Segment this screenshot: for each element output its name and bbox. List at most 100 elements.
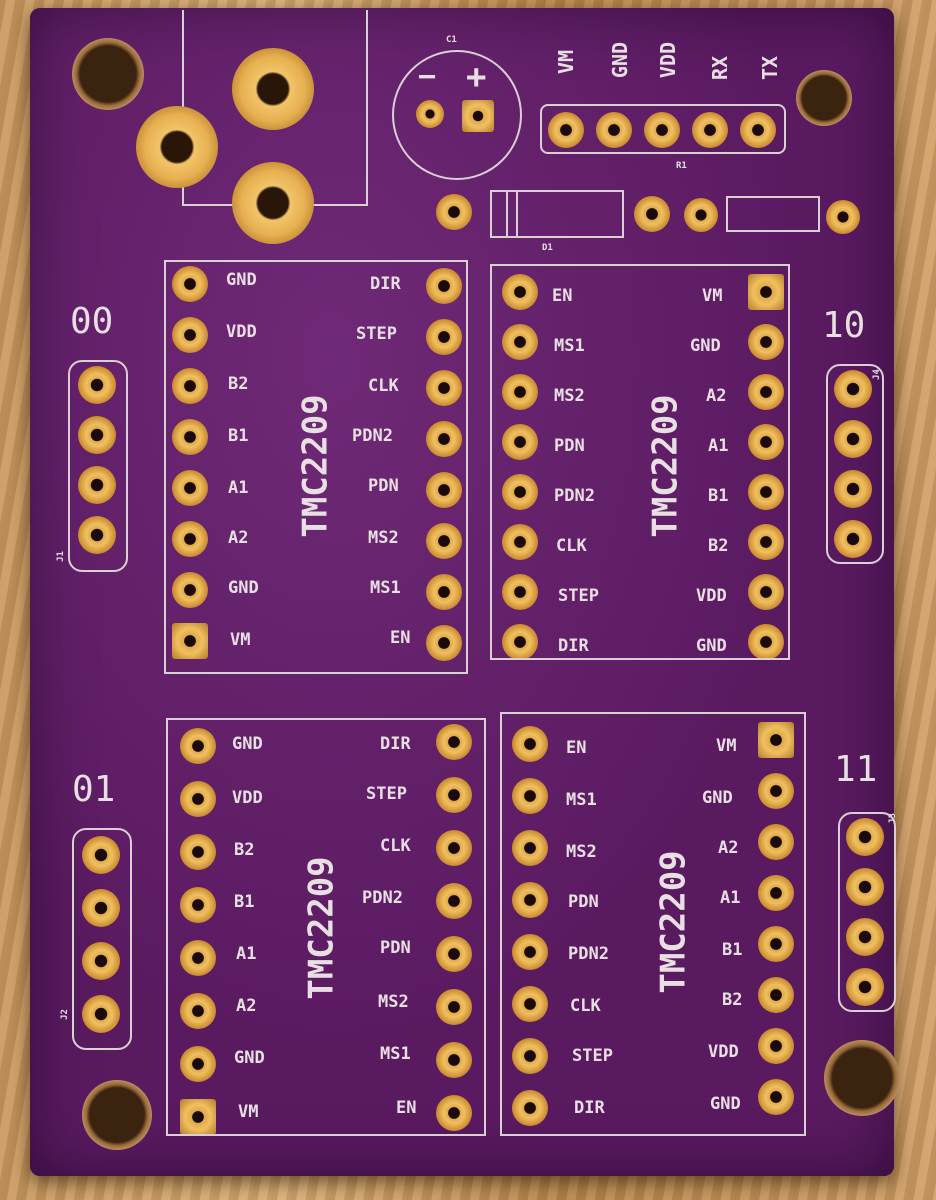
- tr-left-pin-label-4: PDN2: [554, 486, 595, 506]
- tr-right-pad-0: [748, 274, 784, 310]
- module-top-left-outline: [164, 260, 468, 674]
- diode-pad-2: [634, 196, 670, 232]
- tr-right-pad-2: [748, 374, 784, 410]
- tl-right-pin-label-4: PDN: [368, 476, 399, 496]
- connector-label-10: 10: [822, 305, 866, 346]
- bl-left-pin-label-5: A2: [236, 996, 257, 1016]
- br-left-pin-label-4: PDN2: [568, 944, 609, 964]
- connector-10-pad-3: [834, 520, 872, 558]
- header-label-rx: RX: [708, 55, 733, 81]
- tl-left-pin-label-2: B2: [228, 374, 249, 394]
- tr-right-pin-label-3: A1: [708, 436, 729, 456]
- tl-left-pad-0: [172, 266, 208, 302]
- br-left-pin-label-2: MS2: [566, 842, 597, 862]
- tr-right-pad-7: [748, 624, 784, 660]
- br-right-pin-label-1: GND: [702, 788, 733, 808]
- capacitor-ref: C1: [446, 35, 457, 45]
- tr-left-pin-label-1: MS1: [554, 336, 585, 356]
- tl-right-pad-1: [426, 319, 462, 355]
- diode-cathode-band: [506, 190, 518, 238]
- br-left-pad-0: [512, 726, 548, 762]
- chip-label-bottom-right: TMC2209: [653, 850, 694, 994]
- resistor-outline: [726, 196, 820, 232]
- connector-01-pad-1: [82, 889, 120, 927]
- resistor-pad-2: [826, 200, 860, 234]
- chip-label-top-right: TMC2209: [645, 394, 686, 538]
- bl-right-pad-4: [436, 936, 472, 972]
- bl-right-pad-6: [436, 1042, 472, 1078]
- bl-left-pad-4: [180, 940, 216, 976]
- tl-right-pin-label-7: EN: [390, 628, 411, 648]
- top-header-pad-4: [692, 112, 728, 148]
- br-right-pin-label-3: A1: [720, 888, 741, 908]
- header-label-tx: TX: [758, 55, 783, 81]
- bl-left-pad-6: [180, 1046, 216, 1082]
- tr-right-pin-label-0: VM: [702, 286, 723, 306]
- chip-label-top-left: TMC2209: [295, 394, 336, 538]
- br-right-pad-5: [758, 977, 794, 1013]
- connector-01-pad-3: [82, 995, 120, 1033]
- tl-left-pad-6: [172, 572, 208, 608]
- bl-right-pad-7: [436, 1095, 472, 1131]
- module-bottom-left-outline: [166, 718, 486, 1136]
- tl-right-pad-5: [426, 523, 462, 559]
- br-right-pad-6: [758, 1028, 794, 1064]
- bl-right-pin-label-1: STEP: [366, 784, 407, 804]
- tr-right-pad-3: [748, 424, 784, 460]
- bl-left-pin-label-1: VDD: [232, 788, 263, 808]
- tr-left-pin-label-0: EN: [552, 286, 573, 306]
- bl-left-pin-label-0: GND: [232, 734, 263, 754]
- bl-left-pin-label-6: GND: [234, 1048, 265, 1068]
- connector-10-outline: [826, 364, 884, 564]
- tr-left-pad-1: [502, 324, 538, 360]
- tl-right-pin-label-3: PDN2: [352, 426, 393, 446]
- connector-11-outline: [838, 812, 896, 1012]
- tr-right-pad-5: [748, 524, 784, 560]
- bl-right-pin-label-2: CLK: [380, 836, 411, 856]
- tl-right-pad-2: [426, 370, 462, 406]
- bl-right-pad-0: [436, 724, 472, 760]
- tr-right-pin-label-6: VDD: [696, 586, 727, 606]
- connector-11-pad-2: [846, 918, 884, 956]
- connector-10-pad-2: [834, 470, 872, 508]
- header-label-vm: VM: [554, 49, 579, 75]
- br-left-pad-5: [512, 986, 548, 1022]
- tr-right-pin-label-2: A2: [706, 386, 727, 406]
- bl-left-pin-label-4: A1: [236, 944, 257, 964]
- tl-right-pin-label-1: STEP: [356, 324, 397, 344]
- tl-right-pad-6: [426, 574, 462, 610]
- connector-00-pad-0: [78, 366, 116, 404]
- br-right-pad-2: [758, 824, 794, 860]
- tl-left-pad-4: [172, 470, 208, 506]
- connector-11-pad-1: [846, 868, 884, 906]
- capacitor-plus: +: [466, 57, 487, 97]
- bl-left-pin-label-3: B1: [234, 892, 255, 912]
- bl-left-pad-5: [180, 993, 216, 1029]
- top-header-pad-2: [596, 112, 632, 148]
- tr-left-pad-7: [502, 624, 538, 660]
- chip-label-bottom-left: TMC2209: [301, 856, 342, 1000]
- tr-left-pin-label-5: CLK: [556, 536, 587, 556]
- connector-01-pad-0: [82, 836, 120, 874]
- tr-left-pad-5: [502, 524, 538, 560]
- j2-ref: J2: [59, 1009, 70, 1020]
- tr-right-pin-label-4: B1: [708, 486, 729, 506]
- br-right-pad-7: [758, 1079, 794, 1115]
- tl-right-pin-label-0: DIR: [370, 274, 401, 294]
- br-left-pin-label-6: STEP: [572, 1046, 613, 1066]
- tr-left-pin-label-7: DIR: [558, 636, 589, 656]
- tr-right-pad-4: [748, 474, 784, 510]
- br-right-pin-label-4: B1: [722, 940, 743, 960]
- tr-left-pad-4: [502, 474, 538, 510]
- resistor-pad-1: [684, 198, 718, 232]
- br-left-pad-2: [512, 830, 548, 866]
- connector-00-pad-3: [78, 516, 116, 554]
- r1-ref: R1: [676, 161, 687, 171]
- connector-label-11: 11: [834, 749, 878, 790]
- br-left-pad-3: [512, 882, 548, 918]
- br-right-pin-label-6: VDD: [708, 1042, 739, 1062]
- br-right-pad-4: [758, 926, 794, 962]
- connector-00-pad-2: [78, 466, 116, 504]
- bl-right-pin-label-7: EN: [396, 1098, 417, 1118]
- connector-00-outline: [68, 360, 128, 572]
